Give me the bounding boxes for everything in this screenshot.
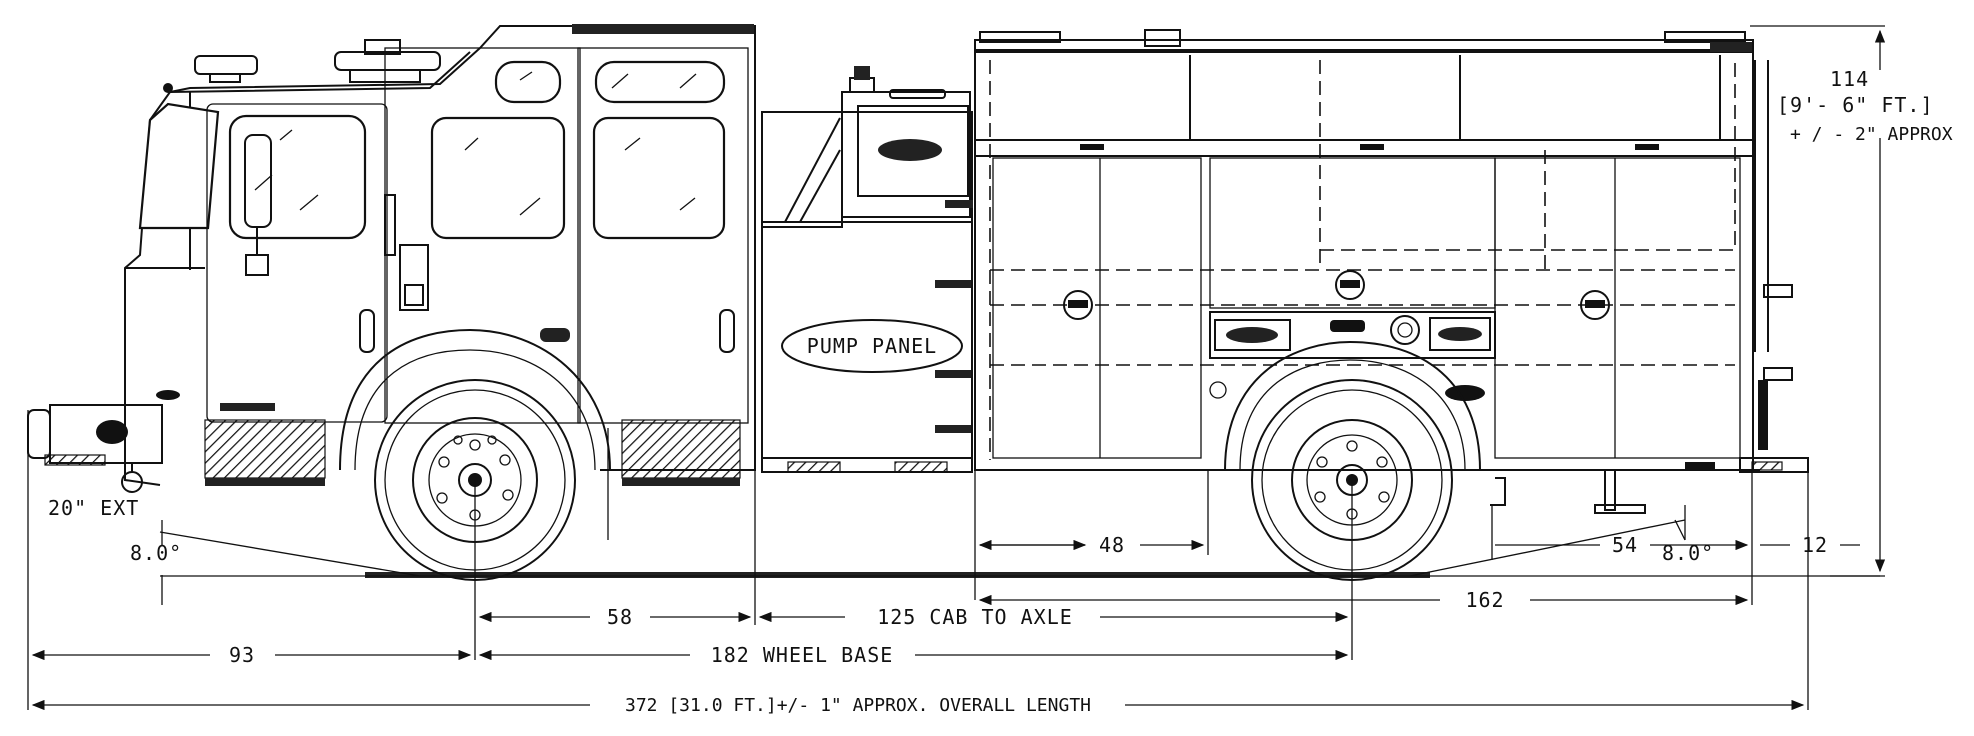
crew-window-1 xyxy=(430,116,566,240)
dimension-lines xyxy=(27,25,1886,711)
height-feet-label: [9'- 6" FT.] xyxy=(1777,93,1934,117)
rear-wheel xyxy=(1224,340,1506,581)
dim-12-label: 12 xyxy=(1802,533,1828,557)
dim-162-label: 162 xyxy=(1465,588,1504,612)
apparatus-body xyxy=(974,29,1809,514)
pump-panel-callout: PUMP PANEL xyxy=(781,319,963,373)
dim-58-label: 58 xyxy=(607,605,633,629)
front-door-window xyxy=(228,114,367,240)
front-extension-label: 20" EXT xyxy=(48,496,139,520)
dim-54-label: 54 xyxy=(1612,533,1638,557)
rear-angle-label: 8.0° xyxy=(1662,541,1714,565)
height-label: 114 xyxy=(1830,67,1869,91)
dimension-labels: 114 [9'- 6" FT.] + / - 2" APPROX 20" EXT… xyxy=(48,67,1953,716)
front-angle-label: 8.0° xyxy=(130,541,182,565)
dim-93-label: 93 xyxy=(229,643,255,667)
overall-length-label: 372 [31.0 FT.]+/- 1" APPROX. OVERALL LEN… xyxy=(625,695,1091,716)
pump-panel-label: PUMP PANEL xyxy=(807,334,937,358)
cab xyxy=(27,24,756,493)
wheel-base-label: 182 WHEEL BASE xyxy=(711,643,894,667)
ground-line xyxy=(160,572,1880,578)
cab-to-axle-label: 125 CAB TO AXLE xyxy=(877,605,1073,629)
windshield xyxy=(138,102,220,230)
height-tolerance-label: + / - 2" APPROX xyxy=(1790,124,1953,145)
cab-step-right xyxy=(621,419,741,479)
dim-48-label: 48 xyxy=(1099,533,1125,557)
cab-step-left xyxy=(204,419,326,479)
pump-house: PUMP PANEL xyxy=(761,66,973,473)
crew-window-2 xyxy=(592,116,726,240)
front-wheel xyxy=(339,328,611,581)
side-mirror xyxy=(244,134,272,228)
